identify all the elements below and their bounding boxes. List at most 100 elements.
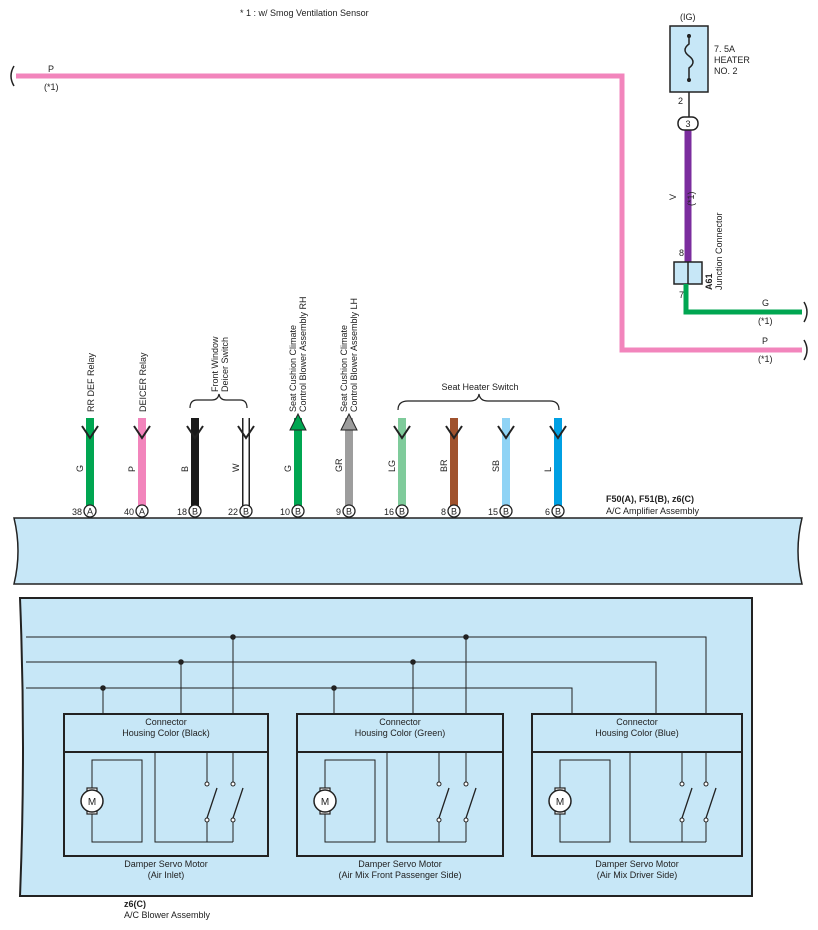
- motor-symbol: M: [556, 797, 564, 808]
- connector-letter: A: [139, 507, 145, 517]
- connector-header-line2: Housing Color (Green): [355, 728, 446, 738]
- motor-footer-line2: (Air Inlet): [148, 870, 185, 880]
- connector-letter: B: [192, 507, 198, 517]
- ac-amplifier-assembly: F50(A), F51(B), z6(C) A/C Amplifier Asse…: [13, 494, 803, 585]
- junction-dot: [178, 659, 184, 665]
- bus-line-3: [26, 687, 573, 714]
- arrow-down-icon: [445, 425, 463, 440]
- pin-number: 16: [384, 507, 394, 517]
- blower-name: A/C Blower Assembly: [124, 910, 211, 920]
- switch-icon: [681, 787, 693, 819]
- arrow-down-icon: [133, 425, 151, 440]
- motor-symbol: M: [321, 797, 329, 808]
- wire-color-code: B: [180, 466, 190, 472]
- connector-header-line2: Housing Color (Blue): [595, 728, 679, 738]
- violet-wire-note: (*1): [686, 191, 696, 206]
- junction-pin-out: 7: [679, 290, 684, 300]
- motor-footer-line1: Damper Servo Motor: [124, 859, 208, 869]
- front-window-brace: [189, 393, 248, 409]
- arrow-down-icon: [186, 425, 204, 440]
- connector-letter: B: [399, 507, 405, 517]
- fuse-ig-label: (IG): [680, 12, 696, 22]
- pink-output-wire-labels: P (*1): [758, 336, 808, 364]
- front-window-deicer-group: Front Window Deicer Switch: [189, 336, 248, 409]
- junction-pin-in: 8: [679, 248, 684, 258]
- arrow-up-icon: [340, 412, 358, 431]
- input-wire-sg-5: L6BSG–5: [543, 418, 570, 533]
- pin-number: 40: [124, 507, 134, 517]
- connector-letter: B: [295, 507, 301, 517]
- connector-letter: B: [346, 507, 352, 517]
- switch-contact: [679, 781, 685, 787]
- input-label-line2: Control Blower Assembly RH: [298, 296, 308, 412]
- connector-badge: [239, 504, 253, 518]
- switch-contact: [463, 817, 469, 823]
- input-label-line1: Seat Cushion Climate: [339, 325, 349, 412]
- motor-footer-line2: (Air Mix Front Passenger Side): [338, 870, 461, 880]
- switch-contact: [679, 817, 685, 823]
- input-label-line2: Control Blower Assembly LH: [349, 298, 359, 412]
- fuse-rating: 7. 5A: [714, 44, 735, 54]
- switch-contact: [436, 781, 442, 787]
- top-wire-color-code: P: [48, 64, 54, 74]
- input-wire-svps: LG16BSVPS: [384, 418, 414, 533]
- junction-code: A61: [704, 273, 714, 290]
- pin-number: 6: [545, 507, 550, 517]
- input-label-line1: Seat Cushion Climate: [288, 325, 298, 412]
- fuse-terminal-bottom: [687, 78, 691, 82]
- wire-color-code: GR: [334, 458, 344, 472]
- front-window-label-1: Front Window: [210, 336, 220, 392]
- arrow-down-icon: [237, 425, 255, 440]
- motor-icon: [80, 789, 104, 813]
- motor-symbol: M: [88, 797, 96, 808]
- violet-wire: 3 V (*1): [668, 116, 699, 262]
- switch-contact: [204, 781, 210, 787]
- pink-wire-note: (*1): [758, 354, 773, 364]
- switch-common: [386, 752, 466, 843]
- junction-dot: [100, 685, 106, 691]
- wire-color-code: L: [543, 467, 553, 472]
- connector-badge: [447, 504, 461, 518]
- pin-number: 15: [488, 507, 498, 517]
- switch-contact: [204, 817, 210, 823]
- green-output-wire: G (*1): [683, 284, 808, 326]
- input-wire-dfg: RR DEF RelayG38ADFG: [72, 352, 100, 533]
- switch-contact: [463, 781, 469, 787]
- wire-color-code: W: [231, 463, 241, 472]
- junction-dot: [463, 634, 469, 640]
- connector-badge: [395, 504, 409, 518]
- connector-badge: [83, 504, 97, 518]
- wire-color-code: SB: [491, 460, 501, 472]
- arrow-down-icon: [81, 425, 99, 440]
- arrow-down-icon: [393, 425, 411, 440]
- connector-letter: A: [87, 507, 93, 517]
- violet-wire-color-code: V: [668, 194, 678, 200]
- connector-header-line2: Housing Color (Black): [122, 728, 210, 738]
- connector-letter: B: [555, 507, 561, 517]
- switch-common: [629, 752, 706, 843]
- green-wire-color-code: G: [762, 298, 769, 308]
- junction-dot: [230, 634, 236, 640]
- connector-badge: [135, 504, 149, 518]
- front-window-label-2: Deicer Switch: [220, 337, 230, 392]
- switch-contact: [230, 781, 236, 787]
- input-wire-s5-2: BR8BS5–2: [439, 418, 465, 533]
- junction-connector: 8 A61 Junction Connector 7: [673, 212, 724, 300]
- switch-icon: [206, 787, 218, 819]
- arrow-down-icon: [497, 425, 515, 440]
- top-pink-wire: P (*1): [10, 64, 802, 353]
- input-label: DEICER Relay: [138, 352, 148, 412]
- wire-color-code: P: [127, 466, 137, 472]
- green-wire-note: (*1): [758, 316, 773, 326]
- connector-badge: [551, 504, 565, 518]
- fuse-icon: [684, 34, 694, 82]
